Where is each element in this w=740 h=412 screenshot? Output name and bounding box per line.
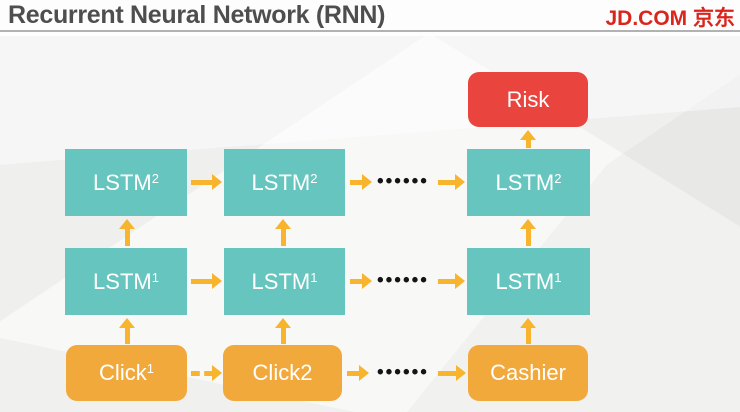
node-label: LSTM2 [251, 169, 318, 195]
node-label: Risk [506, 86, 550, 112]
arrow-up-icon [520, 318, 536, 344]
node-risk: Risk [468, 72, 588, 127]
node-label: LSTM2 [495, 169, 562, 195]
jd-logo: JD.COM 京东 [605, 7, 735, 30]
node-click2: Click2 [223, 345, 342, 401]
dashed-arrow-right-icon [438, 365, 466, 381]
arrow-right-icon [191, 174, 222, 190]
node-lstm2-3: LSTM2 [467, 149, 590, 216]
node-label: LSTM1 [251, 268, 318, 294]
arrow-up-icon [119, 318, 135, 344]
arrow-right-icon [350, 174, 372, 190]
ellipsis-dots: •••••• [377, 362, 429, 383]
node-lstm2-2: LSTM2 [224, 149, 345, 216]
dashed-arrow-right-icon [191, 365, 222, 381]
node-lstm2-1: LSTM2 [65, 149, 187, 216]
slide-header [0, 0, 740, 32]
arrow-right-icon [438, 174, 465, 190]
node-click1: Click1 [66, 345, 187, 401]
page-title: Recurrent Neural Network (RNN) [8, 1, 386, 29]
arrow-right-icon [191, 273, 222, 289]
node-label: LSTM1 [495, 268, 562, 294]
arrow-right-icon [350, 273, 372, 289]
ellipsis-dots: •••••• [377, 270, 429, 291]
arrow-up-icon [520, 219, 536, 246]
node-label: LSTM2 [93, 169, 159, 195]
node-cashier: Cashier [468, 345, 588, 401]
arrow-up-icon [119, 219, 135, 246]
node-label: LSTM1 [93, 268, 159, 294]
arrow-up-icon [275, 219, 291, 246]
node-label: Click2 [252, 360, 313, 385]
ellipsis-dots: •••••• [377, 171, 429, 192]
node-lstm1-2: LSTM1 [224, 248, 345, 315]
arrow-right-icon [438, 273, 465, 289]
node-label: Cashier [490, 360, 566, 385]
node-lstm1-1: LSTM1 [65, 248, 187, 315]
dashed-arrow-right-icon [347, 365, 369, 381]
arrow-up-icon [520, 130, 536, 148]
node-label: Click1 [99, 360, 154, 385]
arrow-up-icon [275, 318, 291, 344]
node-lstm1-3: LSTM1 [467, 248, 590, 315]
